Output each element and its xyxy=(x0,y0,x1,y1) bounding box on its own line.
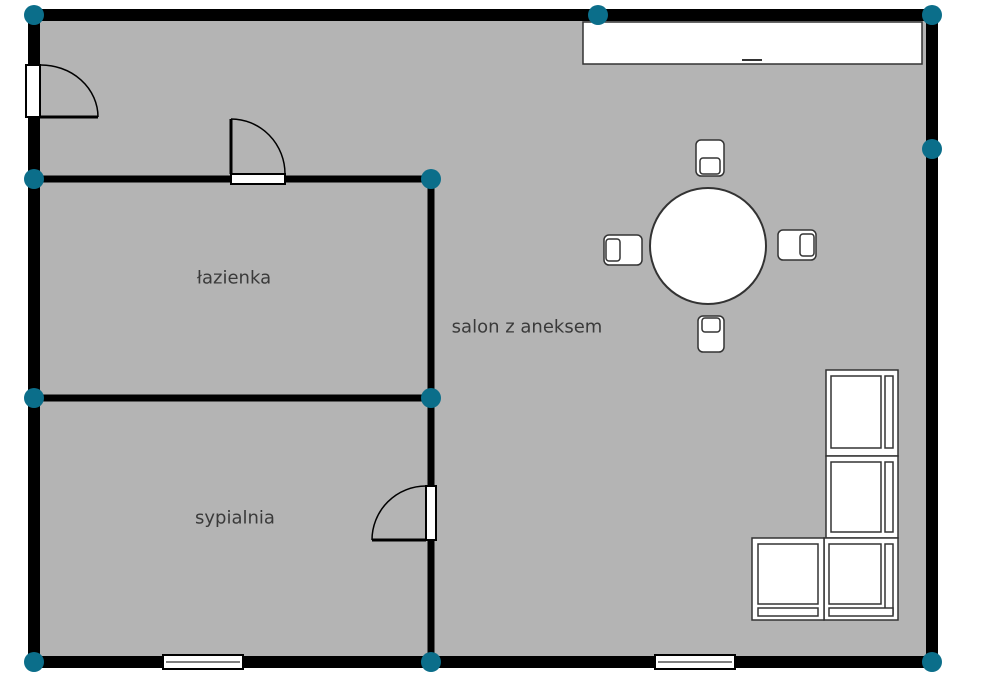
room-label-bedroom[interactable]: sypialnia xyxy=(195,507,275,529)
kitchen-counter-icon[interactable] xyxy=(582,21,923,65)
door-swing-icon[interactable] xyxy=(371,485,437,542)
window-icon[interactable] xyxy=(654,654,736,670)
wall-node-handles[interactable] xyxy=(24,5,942,672)
wall-node-handle[interactable] xyxy=(421,388,441,408)
chair-icon[interactable] xyxy=(697,315,725,353)
door-swing-icon[interactable] xyxy=(25,64,99,119)
wall-node-handle[interactable] xyxy=(922,139,942,159)
wall-node-handle[interactable] xyxy=(922,652,942,672)
wall-node-handle[interactable] xyxy=(24,5,44,25)
wall-node-handle[interactable] xyxy=(24,652,44,672)
chair-icon[interactable] xyxy=(695,139,725,177)
wall-node-handle[interactable] xyxy=(421,652,441,672)
round-table-icon[interactable] xyxy=(649,187,767,305)
wall-node-handle[interactable] xyxy=(24,388,44,408)
chair-icon[interactable] xyxy=(603,234,643,266)
wall-node-handle[interactable] xyxy=(24,169,44,189)
wall-node-handle[interactable] xyxy=(922,5,942,25)
wall-node-handle[interactable] xyxy=(421,169,441,189)
room-label-living-room[interactable]: salon z aneksem xyxy=(451,316,603,338)
door-swing-icon[interactable] xyxy=(229,118,286,185)
chair-icon[interactable] xyxy=(777,229,817,261)
window-icon[interactable] xyxy=(162,654,244,670)
corner-sofa-icon[interactable] xyxy=(751,369,899,621)
wall-node-handle[interactable] xyxy=(588,5,608,25)
room-label-bathroom[interactable]: łazienka xyxy=(196,267,272,289)
